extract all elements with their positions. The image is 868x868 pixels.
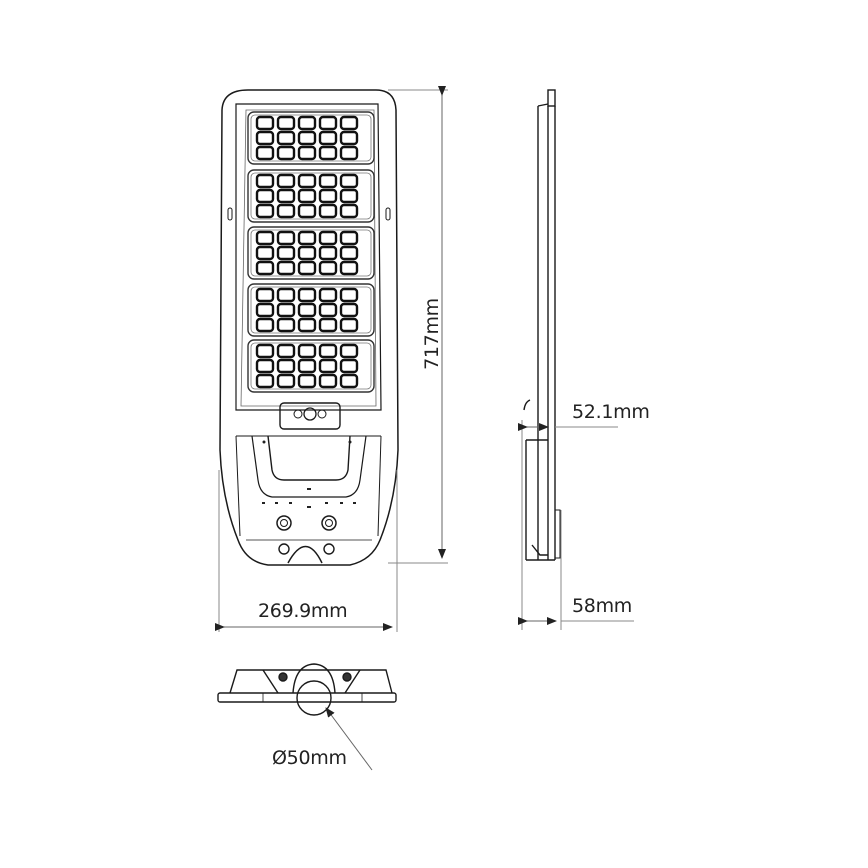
side-view [523,89,561,561]
height-label: 717mm [421,298,443,370]
width-dimension [215,470,398,632]
depth-dimensions [518,420,634,630]
depth-total-label: 58mm [572,595,632,617]
pole-diameter-label: Ø50mm [272,747,347,769]
front-view [219,89,399,566]
bottom-view [217,663,397,716]
height-dimension [388,86,448,564]
depth-top-label: 52.1mm [572,401,650,423]
pole-diameter-leader [325,707,373,771]
width-label: 269.9mm [258,600,348,622]
solar-panel [248,112,374,392]
